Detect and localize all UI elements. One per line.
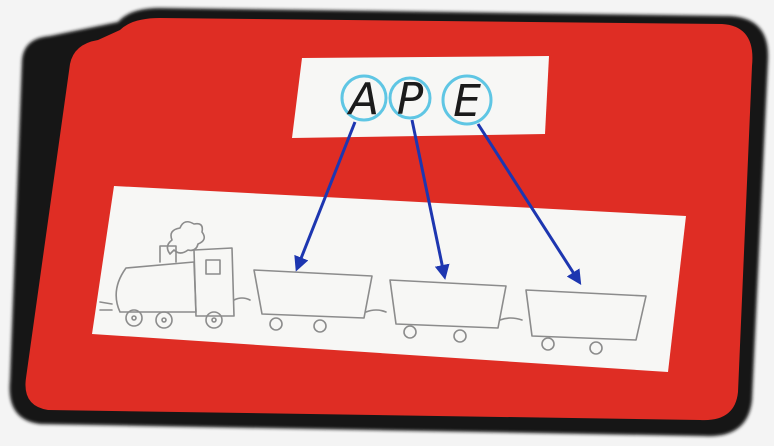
letter-a: A: [346, 74, 379, 125]
letter-p: P: [397, 74, 424, 125]
letter-e: E: [453, 76, 481, 127]
